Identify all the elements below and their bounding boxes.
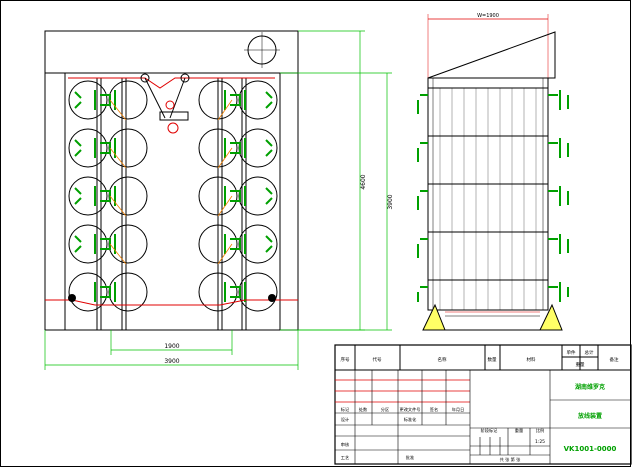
tb-header-weight: 重量: [576, 361, 585, 368]
tb-header-code: 代号: [373, 356, 382, 363]
tb-header-material: 材料: [527, 356, 536, 363]
tb-header-unit: 单件: [567, 349, 576, 356]
tb-company: 湖南维罗克: [575, 383, 605, 391]
front-view: 4600 3900 1900 3900: [44, 30, 394, 370]
side-roof: [427, 31, 556, 79]
top-roller-left: [140, 73, 150, 83]
tb-header-remarks: 备注: [610, 356, 619, 363]
tb-header-seq: 序号: [341, 356, 350, 363]
title-block: 序号 代号 名称 数量 材料 单件 总计 重量 备注: [334, 344, 632, 465]
tb-approve: 批准: [406, 454, 414, 461]
tb-sheet-info: 共 张 第 张: [500, 456, 522, 463]
tb-rev-doc: 更改文件号: [400, 406, 421, 413]
revision-grid: [335, 379, 470, 403]
tb-scale: 1:25: [535, 439, 545, 445]
dim-inner-height: 3900: [387, 194, 394, 209]
spool: [68, 272, 108, 312]
left-holders: [74, 90, 116, 302]
spool: [198, 272, 238, 312]
side-rods: [439, 88, 537, 310]
tension-block: [159, 111, 189, 121]
tb-scale-label: 比例: [536, 427, 544, 434]
spool: [68, 224, 108, 264]
tb-stage-mark: 阶段标记: [481, 427, 499, 434]
holder: [94, 234, 116, 254]
holder: [94, 90, 116, 110]
holder: [224, 282, 246, 302]
holder: [224, 186, 246, 206]
spool: [198, 80, 238, 120]
holder: [94, 282, 116, 302]
side-view: W=1900: [417, 13, 569, 331]
wire-diagonals: [109, 99, 233, 265]
tb-rev-mark: 标记: [341, 406, 350, 413]
tension-roller: [167, 122, 179, 134]
tb-header-total: 总计: [585, 349, 594, 356]
tb-header-name: 名称: [438, 356, 447, 363]
side-left-holders: [417, 94, 428, 302]
left-spools: [68, 80, 148, 312]
tb-header-qty: 数量: [488, 356, 497, 363]
tb-rev-count: 处数: [359, 406, 368, 413]
tb-rev-signature: 签名: [430, 406, 438, 413]
tb-drawing-number: VK1001-0000: [564, 445, 617, 453]
guide-arm: [144, 77, 166, 119]
guide-arm: [169, 77, 186, 119]
top-hood: [44, 30, 299, 74]
holder: [94, 186, 116, 206]
holder: [224, 90, 246, 110]
wire-top: [68, 77, 275, 89]
side-foot-right: [539, 303, 563, 331]
spool: [198, 176, 238, 216]
spool: [198, 128, 238, 168]
tb-weight: 重量: [515, 427, 523, 434]
spool: [68, 176, 108, 216]
bottom-roller-right: [268, 294, 276, 302]
right-holders: [224, 90, 273, 302]
holder: [224, 234, 246, 254]
tb-process: 工艺: [341, 455, 349, 460]
dim-side-width: W=1900: [477, 13, 499, 19]
tb-rev-date: 年月日: [452, 406, 465, 413]
top-roller-right: [180, 73, 190, 83]
guide-roller: [165, 100, 175, 110]
tb-review: 审核: [341, 441, 350, 448]
spool: [68, 80, 108, 120]
holder-arms: [265, 91, 273, 253]
spool: [198, 224, 238, 264]
dim-inner-width: 1900: [164, 343, 179, 350]
holder: [94, 138, 116, 158]
holder-arms: [74, 91, 82, 253]
side-foot-left: [422, 303, 446, 331]
tb-standardization: 标准化: [404, 416, 417, 423]
dim-overall-height: 4600: [360, 174, 367, 189]
side-right-holders: [548, 90, 569, 302]
holder: [224, 138, 246, 158]
spool: [68, 128, 108, 168]
tb-drawing-title: 放线装置: [577, 412, 602, 420]
right-spools: [198, 80, 278, 312]
tb-design: 设计: [341, 416, 349, 423]
tb-rev-zone: 分区: [381, 406, 389, 413]
front-dimensions: [44, 30, 392, 370]
bottom-roller-left: [68, 294, 76, 302]
dim-overall-width: 3900: [164, 358, 179, 365]
wire-bottom: [45, 299, 298, 306]
